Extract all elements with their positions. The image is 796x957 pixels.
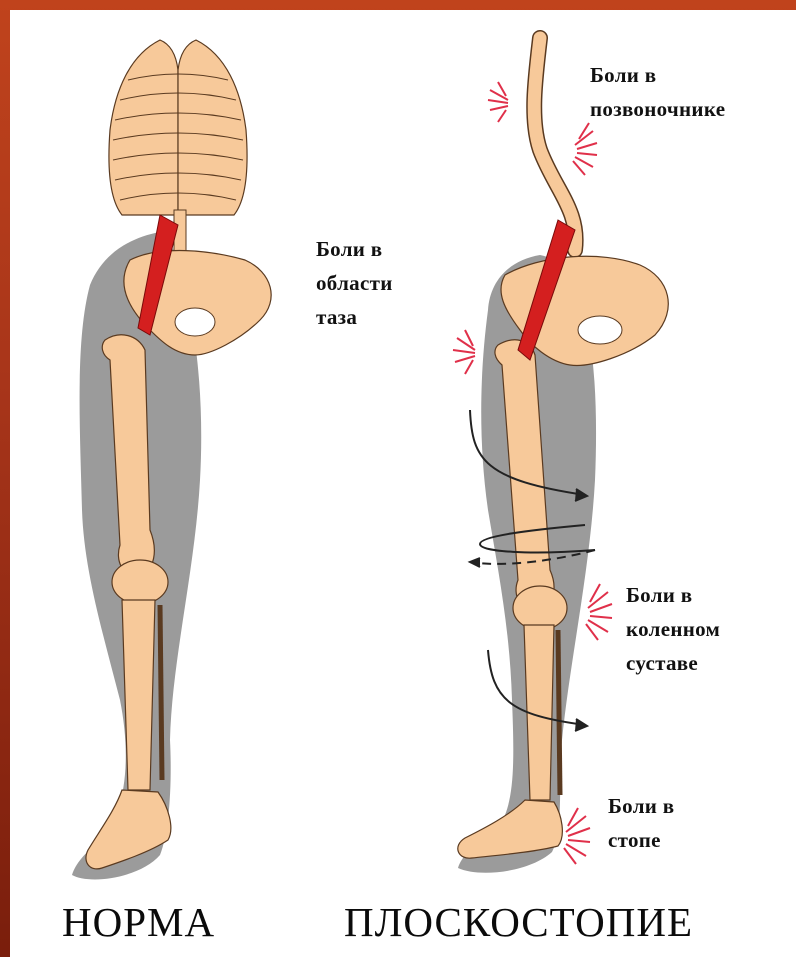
normal-ribcage [109,40,247,215]
caption-flatfoot: ПЛОСКОСТОПИЕ [344,898,693,946]
label-pelvis-line1: Боли в [316,232,393,266]
pain-mark-hip [453,330,475,374]
label-spine-line1: Боли в [590,58,725,92]
pain-mark-knee [586,584,612,640]
label-knee-line2: коленном [626,612,720,646]
label-foot-line1: Боли в [608,789,674,823]
label-pelvis-pain: Боли в области таза [316,232,393,334]
label-foot-pain: Боли в стопе [608,789,674,857]
label-spine-line2: позвоночнике [590,92,725,126]
illustration-panel: Боли в позвоночнике Боли в области таза … [10,10,796,957]
pain-mark-spine-right [573,123,597,175]
label-pelvis-line2: области [316,266,393,300]
label-knee-line1: Боли в [626,578,720,612]
flatfoot-figure [453,38,668,873]
label-knee-line3: суставе [626,646,720,680]
anatomy-illustration [10,10,796,957]
flatfoot-fibula [558,630,560,795]
normal-fibula [160,605,162,780]
caption-normal: НОРМА [62,898,215,946]
normal-figure [72,40,271,879]
pain-mark-spine-left [488,82,508,122]
label-pelvis-line3: таза [316,300,393,334]
normal-knee [112,560,168,604]
flatfoot-knee [513,586,567,630]
normal-foot [86,790,171,869]
flatfoot-spine-fill [534,38,575,250]
label-knee-pain: Боли в коленном суставе [626,578,720,680]
normal-tibia [122,600,155,790]
pain-mark-foot [564,808,590,864]
label-foot-line2: стопе [608,823,674,857]
label-spine-pain: Боли в позвоночнике [590,58,725,126]
